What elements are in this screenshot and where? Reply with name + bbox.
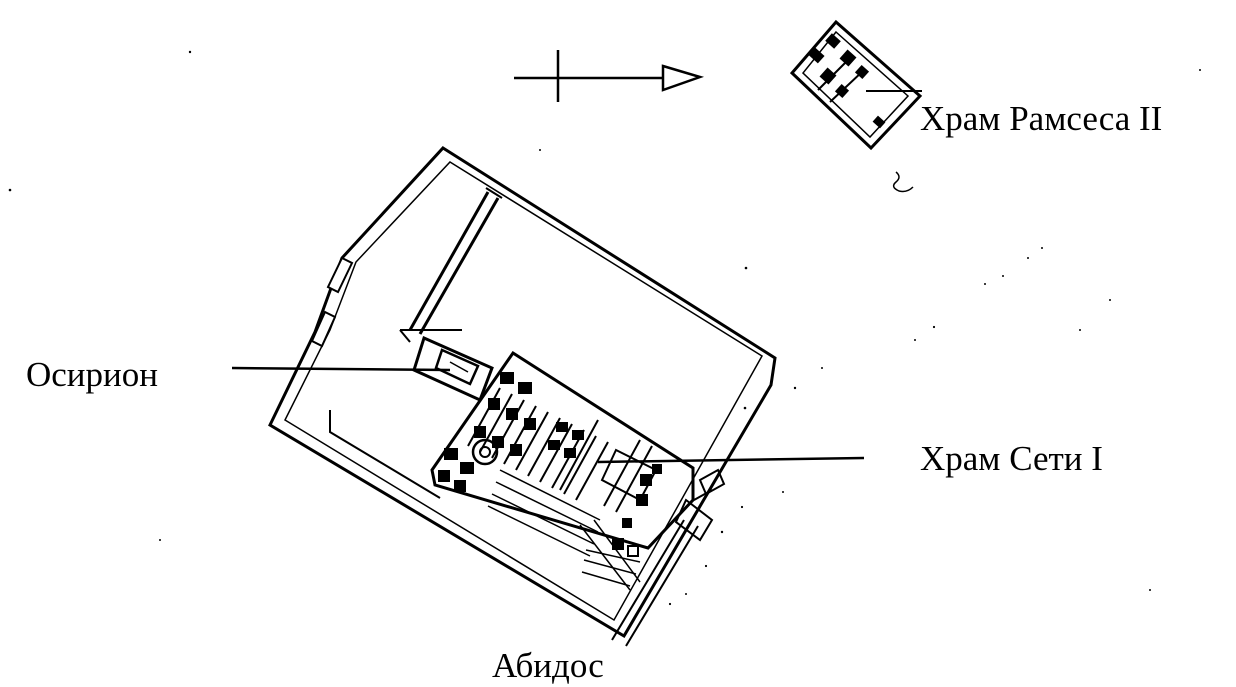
label-osireion: Осирион: [26, 355, 159, 394]
seti-temple-complex-plan: [268, 146, 777, 647]
seti-leader-line: [597, 456, 865, 464]
label-seti-temple: Храм Сети I: [920, 439, 1103, 478]
ramesses-temple-plan: [789, 19, 923, 193]
osireion-leader-line: [231, 366, 451, 372]
scan-dots: [8, 50, 1201, 606]
label-ramesses-temple: Храм Рамсеса II: [920, 99, 1163, 138]
map-title: Абидос: [492, 646, 604, 685]
arrow-right-cross-icon: [514, 50, 705, 102]
